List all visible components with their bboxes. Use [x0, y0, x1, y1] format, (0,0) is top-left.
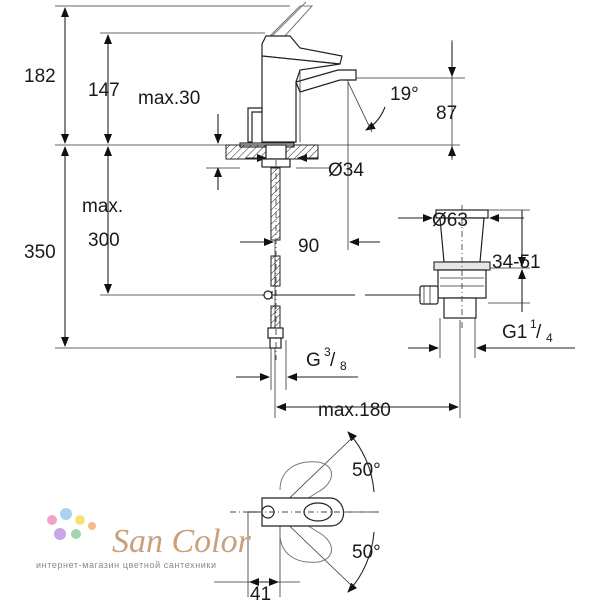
dimension-labels: 182 147 max.30 19° 87 Ø34 max. 300 350 9… [24, 66, 553, 600]
dim-350: 350 [24, 242, 56, 263]
svg-text:G: G [306, 350, 321, 371]
dimension-lines [61, 7, 575, 593]
sancolor-logo: San Color интернет-магазин цветной санте… [36, 508, 252, 570]
dim-34-51: 34-51 [492, 252, 541, 273]
logo-brand-text: San Color [112, 523, 252, 560]
dim-angle-top: 50° [352, 460, 381, 481]
logo-dot [60, 508, 72, 520]
svg-text:/: / [536, 322, 542, 343]
dim-max-label: max. [82, 196, 123, 217]
svg-text:3: 3 [324, 345, 331, 359]
pop-up-waste [419, 205, 491, 330]
dim-19deg: 19° [390, 84, 419, 105]
dim-41: 41 [250, 584, 271, 600]
dim-g1-quarter: G1 1 / 4 [502, 317, 553, 345]
dim-g-three-eighths: G 3 / 8 [306, 345, 347, 373]
dim-34-diameter: Ø34 [328, 160, 364, 181]
logo-dot [75, 515, 85, 525]
dim-147: 147 [88, 80, 120, 101]
dim-87: 87 [436, 103, 457, 124]
logo-dot [71, 529, 81, 539]
svg-text:8: 8 [340, 359, 347, 373]
extension-lines [55, 5, 530, 597]
svg-text:/: / [330, 350, 336, 371]
dim-angle-bottom: 50° [352, 542, 381, 563]
logo-dots [47, 508, 96, 540]
logo-dot [54, 528, 66, 540]
svg-text:4: 4 [546, 331, 553, 345]
dim-182: 182 [24, 66, 56, 87]
dim-90: 90 [298, 236, 319, 257]
svg-text:G1: G1 [502, 322, 527, 343]
faucet-side-view [225, 1, 420, 360]
logo-dot [88, 522, 96, 530]
logo-dot [47, 515, 57, 525]
logo-tagline: интернет-магазин цветной сантехники [36, 560, 217, 570]
faucet-plan-view [230, 461, 380, 563]
svg-text:1: 1 [530, 317, 537, 331]
dim-max30: max.30 [138, 88, 200, 109]
dim-63-diameter: Ø63 [432, 210, 468, 231]
dim-max180: max.180 [318, 400, 391, 421]
dim-300: 300 [88, 230, 120, 251]
